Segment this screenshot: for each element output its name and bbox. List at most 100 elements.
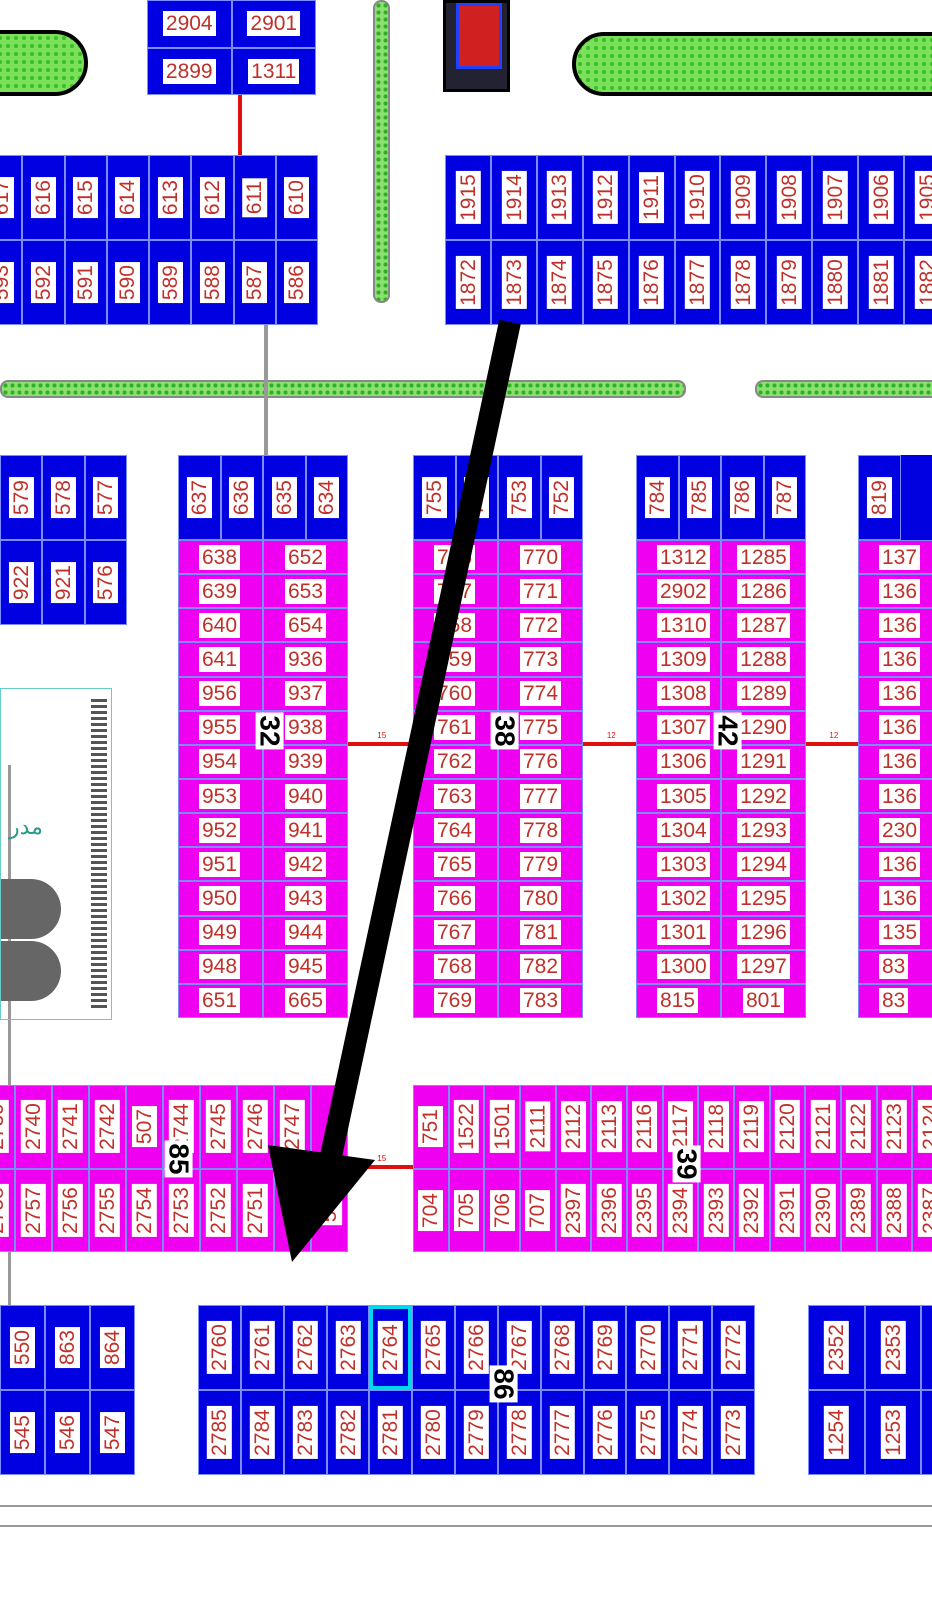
plot-cell[interactable]: 819 — [858, 455, 901, 540]
plot-cell[interactable]: 617 — [0, 155, 23, 240]
plot-cell[interactable]: 801 — [721, 983, 806, 1018]
plot-cell[interactable]: 941 — [263, 813, 348, 848]
plot-cell[interactable]: 2765 — [412, 1305, 456, 1390]
plot-cell[interactable]: 576 — [84, 540, 127, 625]
plot-cell[interactable]: 948 — [178, 949, 263, 984]
plot-cell[interactable]: 651 — [178, 983, 263, 1018]
plot-cell[interactable]: 1254 — [808, 1390, 865, 1475]
plot-cell[interactable]: 1881 — [858, 240, 905, 325]
plot-cell[interactable]: 545 — [0, 1390, 45, 1475]
plot-cell[interactable]: 774 — [498, 676, 583, 711]
plot-cell[interactable]: 707 — [520, 1168, 556, 1252]
plot-cell[interactable]: 637 — [178, 455, 221, 540]
plot-cell[interactable]: 2770 — [626, 1305, 670, 1390]
plot-cell[interactable]: 592 — [22, 240, 65, 325]
plot-cell[interactable]: 1878 — [720, 240, 767, 325]
plot-cell[interactable]: 1306 — [636, 744, 721, 779]
plot-cell[interactable]: 137 — [858, 540, 932, 575]
plot-cell[interactable]: 136 — [858, 710, 932, 745]
plot-cell[interactable]: 764 — [413, 813, 498, 848]
plot-cell[interactable]: 1289 — [721, 676, 806, 711]
plot-cell[interactable]: 945 — [263, 949, 348, 984]
plot-cell[interactable]: 83 — [858, 983, 932, 1018]
plot-cell[interactable]: 1297 — [721, 949, 806, 984]
plot-cell[interactable]: 1911 — [628, 155, 675, 240]
plot-cell[interactable]: 936 — [263, 642, 348, 677]
plot-cell[interactable]: 2122 — [841, 1085, 877, 1169]
plot-cell[interactable]: 136 — [858, 847, 932, 882]
plot-cell[interactable]: 2777 — [540, 1390, 584, 1475]
plot-cell[interactable]: 1312 — [636, 540, 721, 575]
plot-cell[interactable]: 1293 — [721, 813, 806, 848]
plot-cell[interactable]: 2389 — [841, 1168, 877, 1252]
plot-cell[interactable]: 706 — [484, 1168, 520, 1252]
plot-cell[interactable]: 2390 — [805, 1168, 841, 1252]
plot-cell[interactable]: 2746 — [237, 1085, 274, 1169]
plot-cell[interactable]: 591 — [64, 240, 107, 325]
plot-cell[interactable]: 2762 — [283, 1305, 327, 1390]
plot-cell[interactable]: 636 — [220, 455, 263, 540]
plot-cell[interactable]: 615 — [64, 155, 107, 240]
plot-cell[interactable]: 943 — [263, 881, 348, 916]
plot-cell[interactable]: 2779 — [455, 1390, 498, 1475]
plot-cell[interactable]: 950 — [178, 881, 263, 916]
plot-cell[interactable]: 1288 — [721, 642, 806, 677]
plot-cell[interactable]: 136 — [858, 574, 932, 609]
plot-cell[interactable]: 125 — [921, 1390, 932, 1475]
plot-cell[interactable]: 1301 — [636, 915, 721, 950]
plot-cell[interactable]: 616 — [22, 155, 65, 240]
plot-cell[interactable]: 704 — [413, 1168, 449, 1252]
plot-cell[interactable]: 939 — [263, 744, 348, 779]
plot-cell[interactable]: 2392 — [734, 1168, 770, 1252]
plot-cell[interactable]: 753 — [498, 455, 541, 540]
plot-cell[interactable]: 136 — [858, 608, 932, 643]
plot-cell[interactable]: 949 — [178, 915, 263, 950]
plot-cell[interactable]: 815 — [636, 983, 721, 1018]
plot-cell[interactable]: 2391 — [769, 1168, 806, 1252]
plot-cell[interactable]: 653 — [263, 574, 348, 609]
plot-cell[interactable]: 1287 — [721, 608, 806, 643]
plot-cell[interactable]: 1296 — [721, 915, 806, 950]
plot-cell[interactable]: 577 — [84, 455, 127, 540]
plot-cell[interactable]: 2767 — [497, 1305, 541, 1390]
plot-cell[interactable]: 1311 — [231, 47, 316, 95]
plot-cell[interactable]: 773 — [498, 642, 583, 677]
plot-cell[interactable]: 2775 — [626, 1390, 670, 1475]
plot-cell[interactable]: 937 — [263, 676, 348, 711]
plot-cell[interactable]: 1522 — [448, 1085, 485, 1169]
plot-cell[interactable]: 2766 — [455, 1305, 498, 1390]
plot-cell[interactable]: 2352 — [808, 1305, 865, 1390]
plot-cell[interactable]: 635 — [263, 455, 306, 540]
plot-cell[interactable]: 2774 — [669, 1390, 713, 1475]
plot-cell[interactable]: 2741 — [52, 1085, 89, 1169]
plot-cell[interactable]: 944 — [263, 915, 348, 950]
plot-cell[interactable]: 1285 — [721, 540, 806, 575]
plot-cell[interactable]: 507 — [126, 1085, 163, 1169]
plot-cell[interactable]: 940 — [263, 778, 348, 814]
plot-cell[interactable]: 136 — [858, 778, 932, 814]
plot-cell[interactable]: 1501 — [484, 1085, 520, 1169]
plot-cell[interactable]: 2396 — [591, 1168, 627, 1252]
plot-cell[interactable]: 1290 — [721, 710, 806, 745]
plot-cell[interactable]: 1309 — [636, 642, 721, 677]
plot-cell[interactable]: 705 — [448, 1168, 485, 1252]
plot-cell[interactable]: 2778 — [497, 1390, 541, 1475]
plot-cell[interactable]: 770 — [498, 540, 583, 575]
plot-cell[interactable]: 2120 — [769, 1085, 806, 1169]
plot-cell[interactable]: 953 — [178, 778, 263, 814]
plot-cell[interactable]: 611 — [233, 155, 276, 240]
plot-cell[interactable]: 2113 — [591, 1085, 627, 1169]
plot-cell[interactable]: 614 — [106, 155, 149, 240]
plot-cell[interactable]: 954 — [178, 744, 263, 779]
plot-cell[interactable]: 760 — [413, 676, 498, 711]
plot-cell[interactable]: 1882 — [904, 240, 932, 325]
plot-cell[interactable]: 2756 — [52, 1168, 89, 1252]
plot-cell[interactable]: 2124 — [912, 1085, 932, 1169]
plot-cell[interactable]: 2121 — [805, 1085, 841, 1169]
plot-cell[interactable]: 2902 — [636, 574, 721, 609]
plot-cell[interactable]: 1300 — [636, 949, 721, 984]
plot-cell[interactable]: 640 — [178, 608, 263, 643]
plot-cell[interactable]: 2785 — [198, 1390, 241, 1475]
plot-cell[interactable]: 2112 — [555, 1085, 592, 1169]
plot-cell[interactable]: 765 — [413, 847, 498, 882]
